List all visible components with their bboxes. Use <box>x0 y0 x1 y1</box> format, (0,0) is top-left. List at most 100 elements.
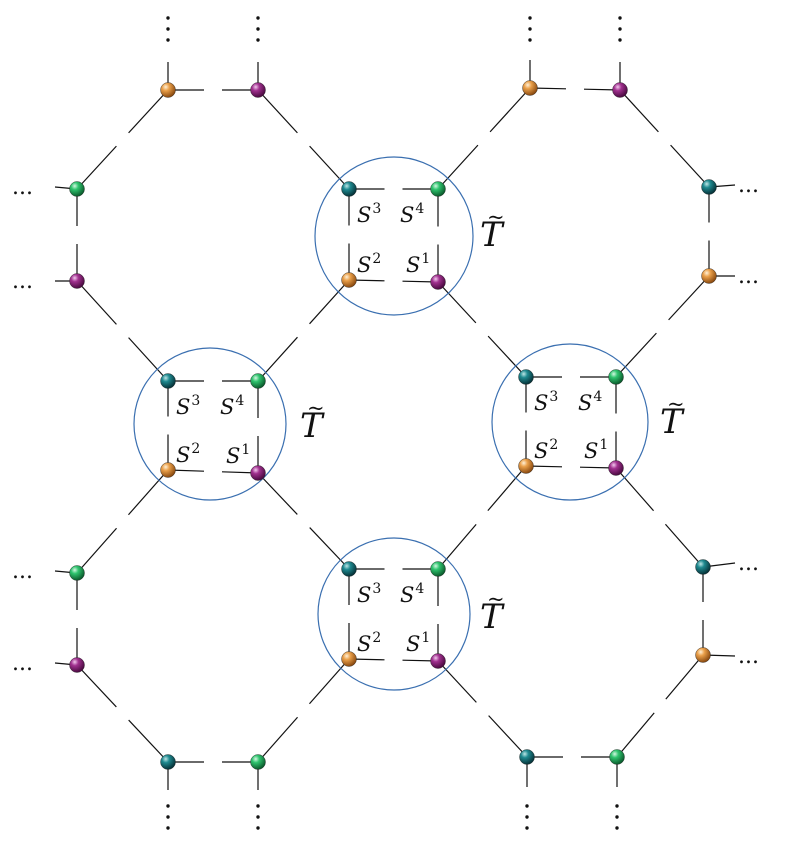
block-right-site-s2 <box>518 458 534 474</box>
continuation-dot <box>615 826 619 830</box>
block-left-tensor-circle <box>133 347 287 501</box>
block-top-site-label-s1: S1 <box>406 251 430 277</box>
continuation-dot <box>618 38 622 42</box>
block-left-site-s3 <box>160 373 176 389</box>
boundary-bond <box>128 337 169 382</box>
continuation-dot <box>256 27 260 31</box>
block-bottom-site-s1 <box>430 653 446 669</box>
boundary-bond <box>668 275 710 321</box>
boundary-node <box>612 82 628 98</box>
continuation-dot <box>166 826 170 830</box>
boundary-bond <box>76 664 117 708</box>
tensor-circle-layer <box>133 156 649 691</box>
block-right-tensor-label: T <box>660 402 685 442</box>
block-bottom-site-label-s4: S4 <box>400 581 424 607</box>
block-left-site-label-s2: S2 <box>176 441 200 467</box>
block-right-site-label-s4: S4 <box>578 389 602 415</box>
block-top-site-s3 <box>341 181 357 197</box>
continuation-ellipsis: ... <box>12 651 33 676</box>
block-bottom-site-label-s2: S2 <box>357 630 381 656</box>
boundary-node <box>695 559 711 575</box>
block-right-tensor-tilde: ~ <box>667 392 685 416</box>
inter-block-bond <box>309 279 350 325</box>
inter-block-bond <box>309 527 350 570</box>
inter-block-bond <box>257 472 298 515</box>
block-right-site-s3 <box>518 369 534 385</box>
block-right-site-label-s3: S3 <box>534 389 558 415</box>
block-bottom-site-label-s3: S3 <box>357 581 381 607</box>
block-bottom-tensor-label: T <box>480 597 505 637</box>
continuation-dot <box>166 38 170 42</box>
continuation-dot <box>256 38 260 42</box>
node-layer <box>69 80 717 770</box>
continuation-ellipsis: ... <box>738 551 759 576</box>
boundary-node <box>519 749 535 765</box>
continuation-dot <box>256 804 260 808</box>
boundary-bond <box>615 467 655 512</box>
continuation-dot <box>525 826 529 830</box>
boundary-bond <box>488 715 528 758</box>
block-top-tensor-tilde: ~ <box>487 205 505 229</box>
continuation-dot <box>256 826 260 830</box>
continuation-dot <box>525 815 529 819</box>
boundary-bond <box>309 145 350 190</box>
continuation-dot <box>528 38 532 42</box>
boundary-bond <box>309 658 350 705</box>
block-left-tensor-tilde: ~ <box>307 396 325 420</box>
block-right-site-s1 <box>608 460 624 476</box>
block-left-site-s2 <box>160 462 176 478</box>
boundary-node <box>609 749 625 765</box>
boundary-bond <box>437 660 477 703</box>
block-right-site-label-s1: S1 <box>584 437 608 463</box>
boundary-bond <box>76 145 117 190</box>
block-left-site-s1 <box>250 465 266 481</box>
continuation-ellipsis: ... <box>12 559 33 584</box>
boundary-node <box>69 273 85 289</box>
boundary-node <box>69 181 85 197</box>
continuation-ellipsis: ... <box>12 175 33 200</box>
block-top-site-s4 <box>430 181 446 197</box>
boundary-node <box>522 80 538 96</box>
boundary-bond <box>489 87 531 133</box>
block-top-tensor-circle <box>314 156 474 316</box>
block-top-tensor-label: T <box>480 215 505 255</box>
boundary-bond <box>128 719 169 763</box>
block-top-site-label-s3: S3 <box>357 201 381 227</box>
inter-block-bond <box>487 465 527 512</box>
continuation-ellipsis: ... <box>12 269 33 294</box>
block-top-site-label-s2: S2 <box>357 251 381 277</box>
boundary-bond <box>76 527 117 574</box>
boundary-node <box>250 82 266 98</box>
boundary-node <box>160 754 176 770</box>
boundary-bond <box>616 712 655 758</box>
inter-block-bond <box>437 281 477 324</box>
continuation-dot <box>166 27 170 31</box>
block-top-site-s2 <box>341 272 357 288</box>
block-left-site-s4 <box>250 373 266 389</box>
block-bottom-tensor-tilde: ~ <box>487 587 505 611</box>
boundary-bond <box>670 144 710 188</box>
block-top-site-s1 <box>430 274 446 290</box>
block-left-site-label-s1: S1 <box>226 442 250 468</box>
boundary-node <box>701 179 717 195</box>
block-bottom-site-label-s1: S1 <box>406 630 430 656</box>
continuation-dot <box>528 27 532 31</box>
boundary-bond <box>76 280 117 325</box>
continuation-dot <box>528 16 532 20</box>
boundary-bond <box>664 523 704 568</box>
continuation-ellipsis: ... <box>738 644 759 669</box>
continuation-ellipsis: ... <box>738 264 759 289</box>
boundary-node <box>701 268 717 284</box>
boundary-node <box>69 657 85 673</box>
bond-layer <box>54 60 736 790</box>
continuation-dot <box>256 815 260 819</box>
block-bottom-site-s2 <box>341 651 357 667</box>
continuation-dot <box>525 804 529 808</box>
continuation-ellipsis: ... <box>738 173 759 198</box>
block-bottom-tensor-circle <box>317 537 471 691</box>
continuation-dot <box>166 815 170 819</box>
block-left-site-label-s3: S3 <box>176 393 200 419</box>
boundary-node <box>160 82 176 98</box>
